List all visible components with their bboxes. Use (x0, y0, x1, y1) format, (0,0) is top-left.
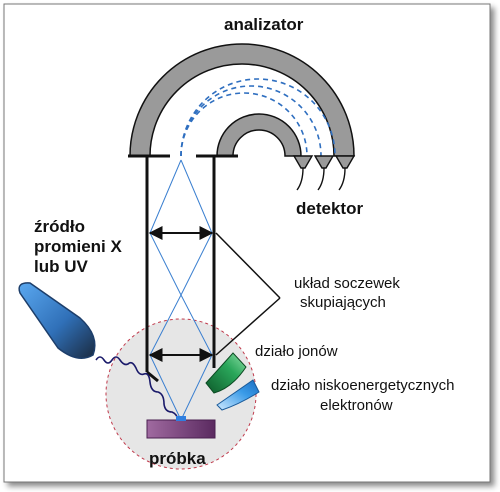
sample-label: próbka (149, 449, 206, 468)
lenses-label-line2: skupiających (300, 294, 386, 311)
electron-trajectories (180, 78, 336, 157)
focusing-beam (149, 159, 213, 421)
ion-gun-label: działo jonów (255, 343, 338, 360)
lens-pointer-lower (215, 297, 281, 356)
electron-gun-icon (216, 379, 260, 411)
source-label-line1: źródło (34, 217, 85, 236)
x-ray-source-icon (18, 282, 96, 359)
ion-gun-icon (205, 352, 247, 394)
electron-gun-label-line1: działo niskoenergetycznych (271, 377, 454, 394)
source-label-line2: promieni X (34, 237, 123, 256)
x-ray-beam (95, 356, 179, 421)
analyzer-label: analizator (224, 15, 304, 34)
analyzer-inner-hemisphere (216, 113, 302, 157)
detector-icon (292, 155, 356, 169)
lenses-label-line1: układ soczewek (294, 275, 400, 292)
electron-gun-label-line2: elektronów (320, 397, 393, 414)
beam-spot (176, 416, 186, 421)
source-label-line3: lub UV (34, 257, 88, 276)
lens-pointer-upper (215, 232, 281, 299)
sample-icon (146, 419, 216, 439)
detector-label: detektor (296, 199, 363, 218)
